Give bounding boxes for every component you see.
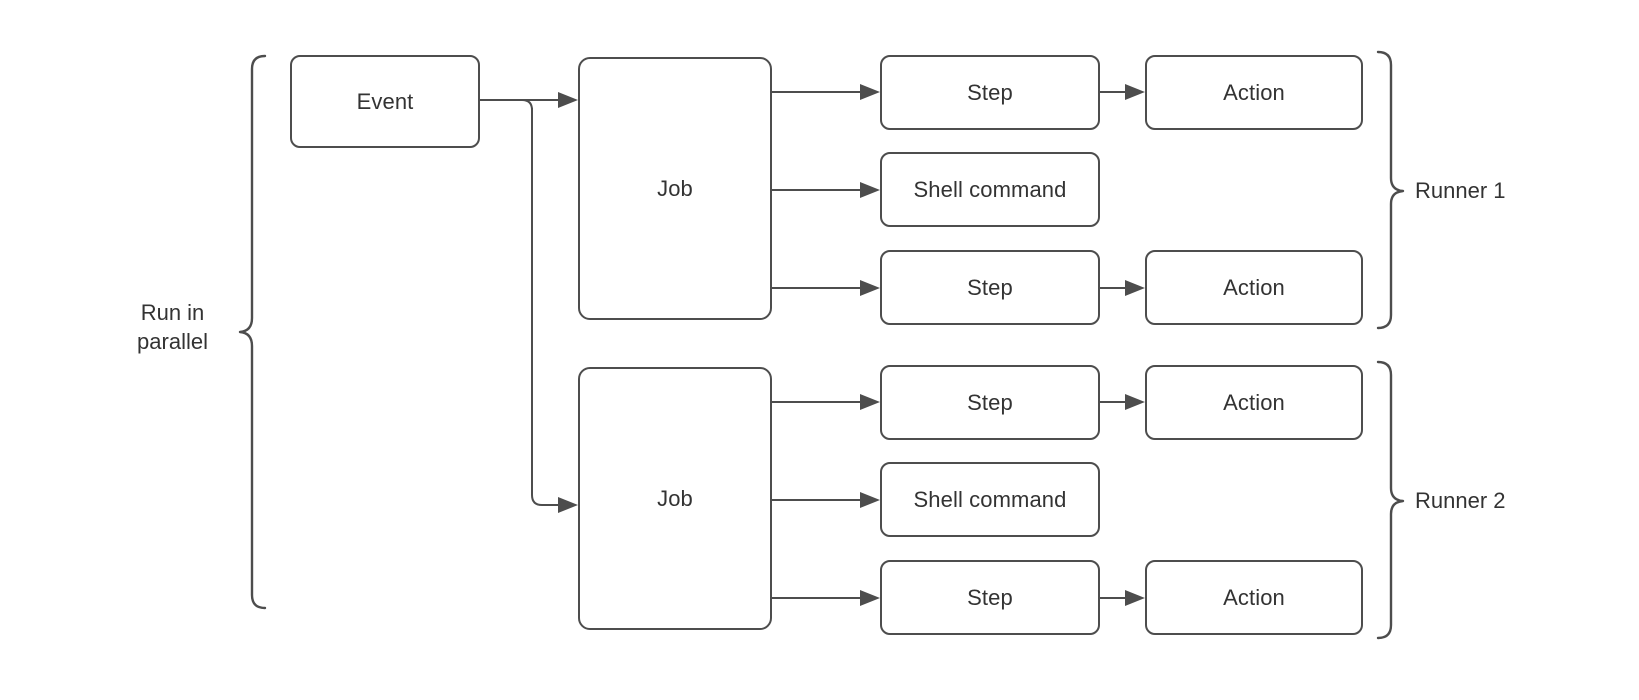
arrowhead-g1-action1	[1125, 84, 1145, 100]
node-group2-step-1-label: Step	[967, 389, 1013, 415]
label-runner-1: Runner 1	[1415, 178, 1506, 203]
node-group1-step-2[interactable]: Step	[880, 250, 1100, 325]
node-group2-action-2[interactable]: Action	[1145, 560, 1363, 635]
arrowhead-g2-action2	[1125, 590, 1145, 606]
brace-runner-2	[1376, 360, 1405, 640]
node-group1-step-1[interactable]: Step	[880, 55, 1100, 130]
node-group2-action-1[interactable]: Action	[1145, 365, 1363, 440]
brace-runner-1	[1376, 50, 1405, 330]
node-event[interactable]: Event	[290, 55, 480, 148]
arrowhead-job2	[558, 497, 578, 513]
arrowhead-g1-action2	[1125, 280, 1145, 296]
node-group2-shell-command[interactable]: Shell command	[880, 462, 1100, 537]
node-group1-shell-command[interactable]: Shell command	[880, 152, 1100, 227]
arrowhead-g2-step2	[860, 590, 880, 606]
node-group2-action-1-label: Action	[1223, 389, 1285, 415]
node-group1-action-2-label: Action	[1223, 274, 1285, 300]
node-group2-action-2-label: Action	[1223, 584, 1285, 610]
brace-run-in-parallel	[238, 54, 267, 610]
node-job-1-label: Job	[657, 175, 693, 201]
node-group2-step-2[interactable]: Step	[880, 560, 1100, 635]
arrowhead-g2-step1	[860, 394, 880, 410]
edge-branch-to-job2	[531, 108, 558, 506]
arrowhead-g2-shell	[860, 492, 880, 508]
edge-event-to-branch	[480, 99, 533, 111]
node-job-2[interactable]: Job	[578, 367, 772, 630]
node-group1-action-1[interactable]: Action	[1145, 55, 1363, 130]
node-group2-step-1[interactable]: Step	[880, 365, 1100, 440]
node-group1-action-2[interactable]: Action	[1145, 250, 1363, 325]
node-group1-action-1-label: Action	[1223, 79, 1285, 105]
node-group1-shell-command-label: Shell command	[913, 176, 1067, 202]
arrowhead-g2-action1	[1125, 394, 1145, 410]
label-run-in-parallel: Run in parallel	[137, 300, 208, 355]
node-group2-shell-command-label: Shell command	[913, 486, 1067, 512]
arrowhead-g1-shell	[860, 182, 880, 198]
node-job-1[interactable]: Job	[578, 57, 772, 320]
node-event-label: Event	[356, 88, 414, 114]
label-runner-2: Runner 2	[1415, 488, 1506, 513]
node-job-2-label: Job	[657, 485, 693, 511]
node-group2-step-2-label: Step	[967, 584, 1013, 610]
node-group1-step-1-label: Step	[967, 79, 1013, 105]
arrowhead-g1-step2	[860, 280, 880, 296]
arrowhead-g1-step1	[860, 84, 880, 100]
node-group1-step-2-label: Step	[967, 274, 1013, 300]
arrowhead-job1	[558, 92, 578, 108]
